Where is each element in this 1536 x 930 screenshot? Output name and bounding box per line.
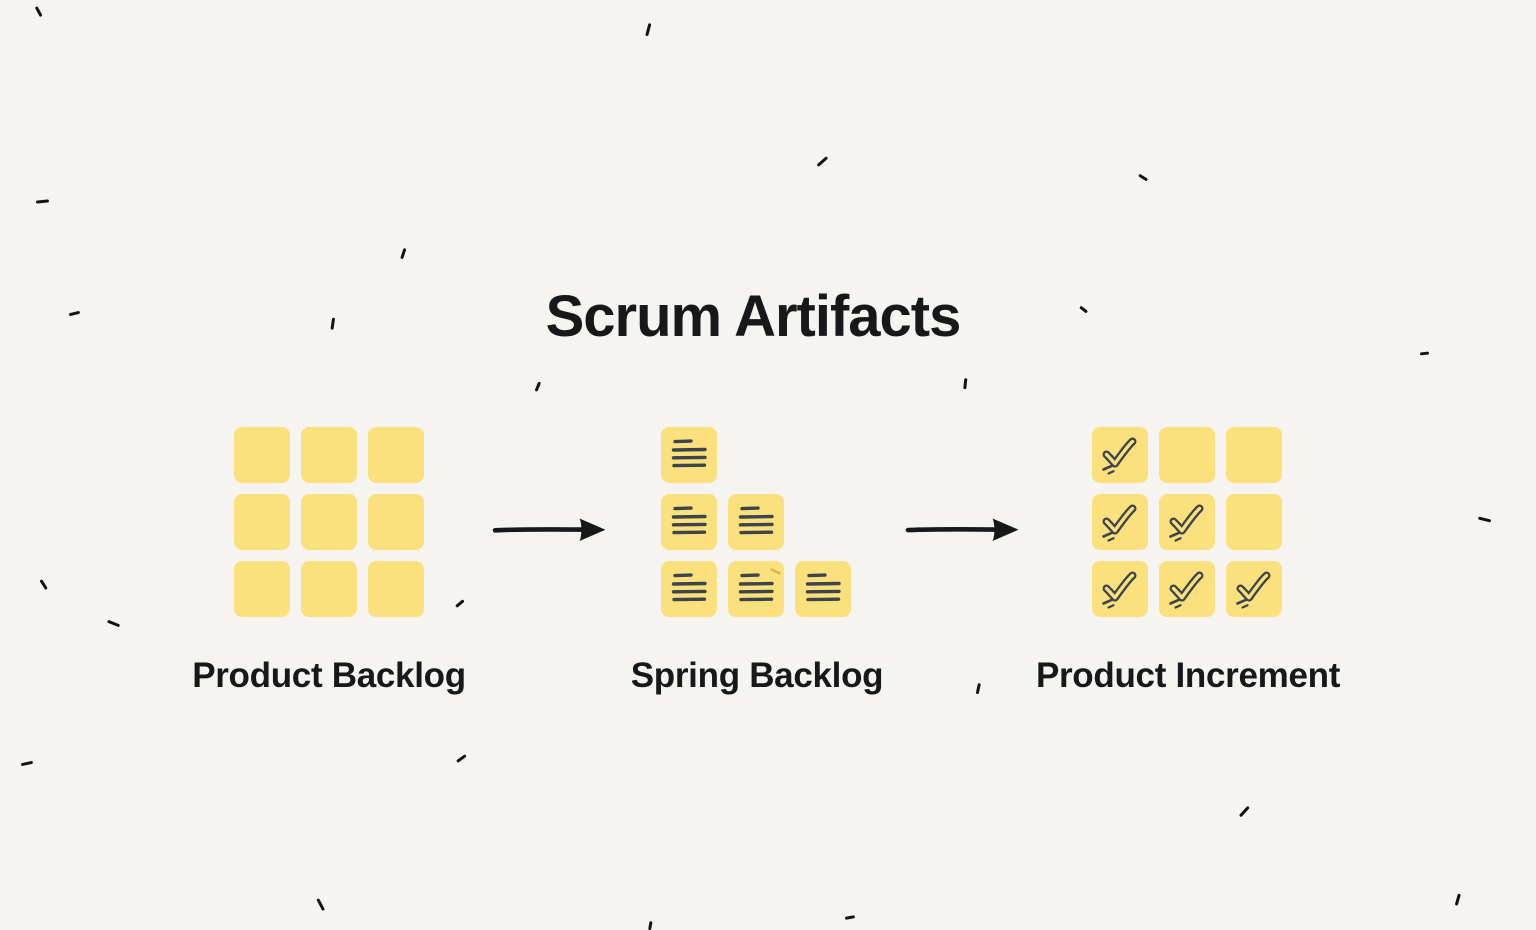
check-icon [1169, 504, 1204, 542]
sticky-note [1226, 494, 1282, 550]
product-increment-grid [1092, 427, 1282, 617]
sticky-note [301, 427, 357, 483]
arrow-right-icon [492, 518, 606, 541]
confetti-dash [1477, 516, 1491, 523]
note-lines-icon [738, 506, 774, 535]
confetti-dash [455, 599, 465, 609]
confetti-dash [1454, 893, 1462, 906]
sticky-note-lines [728, 494, 784, 550]
check-icon [1169, 571, 1204, 609]
sprint-backlog-label: Spring Backlog [630, 656, 884, 695]
note-lines-icon [738, 568, 781, 602]
sticky-note-checked [1092, 494, 1148, 550]
check-icon [1236, 571, 1271, 609]
confetti-dash [35, 199, 49, 205]
note-lines-icon [671, 439, 707, 468]
sticky-note-lines [795, 561, 851, 617]
confetti-dash [816, 156, 828, 168]
confetti-dash [1419, 351, 1429, 356]
note-lines-icon [671, 506, 707, 535]
sticky-note [301, 494, 357, 550]
confetti-dash [455, 754, 467, 764]
sticky-note-lines [661, 561, 717, 617]
confetti-dash [1238, 805, 1250, 818]
confetti-dash [330, 317, 336, 330]
sticky-note [1226, 427, 1282, 483]
sticky-note [368, 427, 424, 483]
note-lines-icon [805, 573, 841, 602]
check-icon [1102, 504, 1137, 542]
check-icon [1102, 571, 1137, 609]
product-increment-label: Product Increment [1035, 656, 1341, 695]
sticky-note [368, 494, 424, 550]
sticky-note [234, 561, 290, 617]
sticky-note-checked [1226, 561, 1282, 617]
sticky-note-lines [661, 427, 717, 483]
confetti-dash [534, 381, 542, 392]
confetti-dash [1137, 173, 1149, 182]
confetti-dash [399, 247, 407, 260]
sticky-note-lines [728, 561, 784, 617]
confetti-dash [20, 760, 34, 767]
sticky-note [234, 494, 290, 550]
sticky-note [368, 561, 424, 617]
arrow-right-icon [905, 518, 1019, 541]
sticky-note-checked [1159, 494, 1215, 550]
sticky-note-checked [1092, 427, 1148, 483]
check-icon [1102, 437, 1137, 475]
confetti-dash [33, 6, 43, 18]
note-lines-icon [671, 573, 707, 602]
product-backlog-label: Product Backlog [192, 656, 466, 695]
page-title: Scrum Artifacts [545, 283, 962, 349]
product-backlog-grid [234, 427, 424, 617]
confetti-dash [962, 378, 968, 390]
corner-fold-mark [770, 568, 781, 575]
confetti-dash [38, 579, 48, 591]
sprint-backlog-grid [661, 427, 851, 617]
sticky-note [301, 561, 357, 617]
sticky-note-checked [1092, 561, 1148, 617]
confetti-dash [315, 898, 325, 912]
confetti-dash [106, 619, 120, 628]
confetti-dash [1078, 305, 1088, 314]
confetti-dash [644, 22, 652, 37]
confetti-dash [68, 310, 80, 317]
sticky-note-checked [1159, 561, 1215, 617]
confetti-dash [975, 682, 981, 695]
confetti-dash [647, 920, 653, 930]
sticky-note [234, 427, 290, 483]
confetti-dash [844, 915, 856, 921]
sticky-note [1159, 427, 1215, 483]
sticky-note-lines [661, 494, 717, 550]
